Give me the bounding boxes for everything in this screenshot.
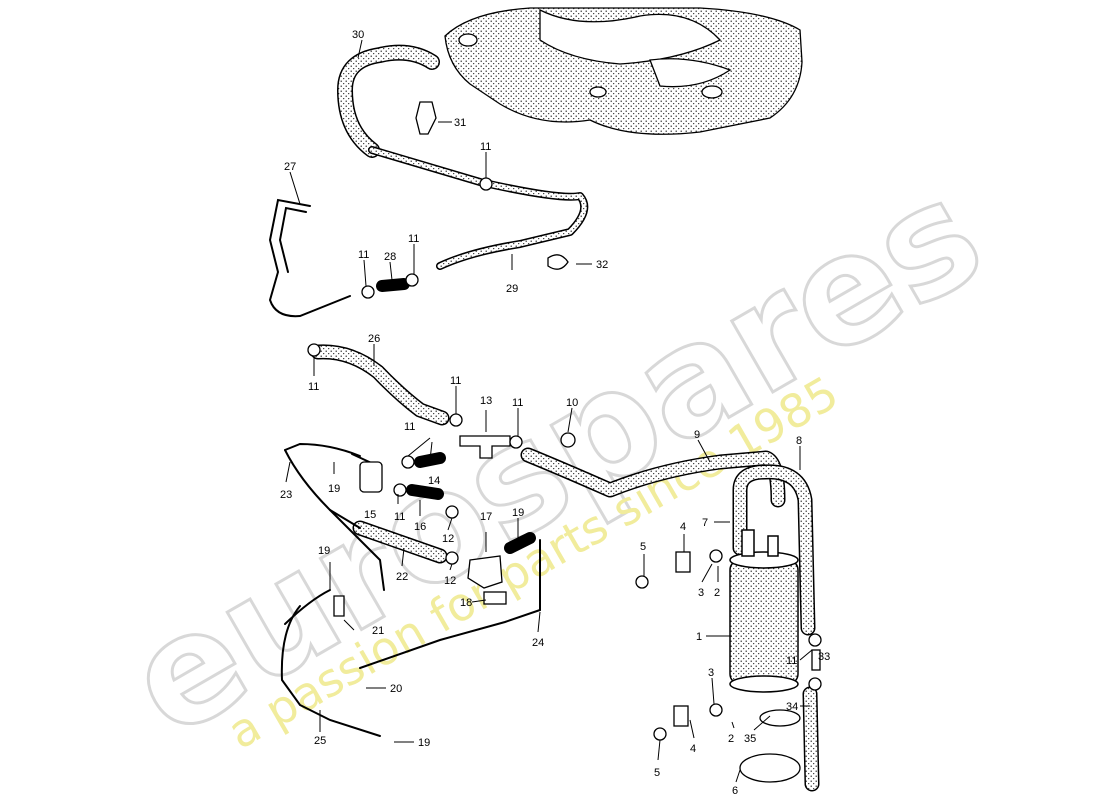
- callout-12: 12: [444, 575, 456, 587]
- callout-11: 11: [394, 511, 405, 523]
- callout-11: 11: [404, 421, 415, 433]
- callout-13: 13: [480, 395, 492, 407]
- callout-19: 19: [318, 545, 330, 557]
- callout-14: 14: [428, 475, 440, 487]
- callout-11: 11: [480, 141, 491, 153]
- callout-2: 2: [728, 733, 734, 745]
- hoses: [310, 44, 820, 792]
- callout-20: 20: [390, 683, 402, 695]
- callout-15: 15: [364, 509, 376, 521]
- fuel-tank: [444, 7, 803, 135]
- callout-30: 30: [352, 29, 364, 41]
- callout-4: 4: [690, 743, 696, 755]
- callout-12: 12: [442, 533, 454, 545]
- callout-19: 19: [328, 483, 340, 495]
- callout-5: 5: [654, 767, 660, 779]
- callout-19: 19: [512, 507, 524, 519]
- callout-11: 11: [786, 655, 797, 667]
- pipes: [268, 198, 541, 737]
- callout-3: 3: [708, 667, 714, 679]
- callout-25: 25: [314, 735, 326, 747]
- callout-7: 7: [702, 517, 708, 529]
- callout-1: 1: [696, 631, 702, 643]
- callout-11: 11: [358, 249, 369, 261]
- callout-26: 26: [368, 333, 380, 345]
- callout-3: 3: [698, 587, 704, 599]
- callout-2: 2: [714, 587, 720, 599]
- callout-32: 32: [596, 259, 608, 271]
- callout-6: 6: [732, 785, 738, 797]
- callout-27: 27: [284, 161, 296, 173]
- callout-21: 21: [372, 625, 384, 637]
- callout-22: 22: [396, 571, 408, 583]
- callout-10: 10: [566, 397, 578, 409]
- callout-16: 16: [414, 521, 426, 533]
- callout-29: 29: [506, 283, 518, 295]
- callout-labels: 30 31 11 27 11 28 11 29 32 26 11 11 13 1…: [280, 29, 830, 797]
- callout-24: 24: [532, 637, 544, 649]
- callout-23: 23: [280, 489, 292, 501]
- charcoal-canister: [729, 529, 799, 693]
- callout-8: 8: [796, 435, 802, 447]
- callout-11: 11: [308, 381, 319, 393]
- callout-34: 34: [786, 701, 798, 713]
- callout-31: 31: [454, 117, 466, 129]
- callout-28: 28: [384, 251, 396, 263]
- callout-35: 35: [744, 733, 756, 745]
- callout-9: 9: [694, 429, 700, 441]
- callout-17: 17: [480, 511, 492, 523]
- callout-11: 11: [408, 233, 419, 245]
- callout-11: 11: [450, 375, 461, 387]
- callout-11: 11: [512, 397, 523, 409]
- callout-19: 19: [418, 737, 430, 749]
- leader-lines: [285, 39, 821, 783]
- callout-4: 4: [680, 521, 686, 533]
- callout-33: 33: [818, 651, 830, 663]
- callout-5: 5: [640, 541, 646, 553]
- callout-18: 18: [460, 597, 472, 609]
